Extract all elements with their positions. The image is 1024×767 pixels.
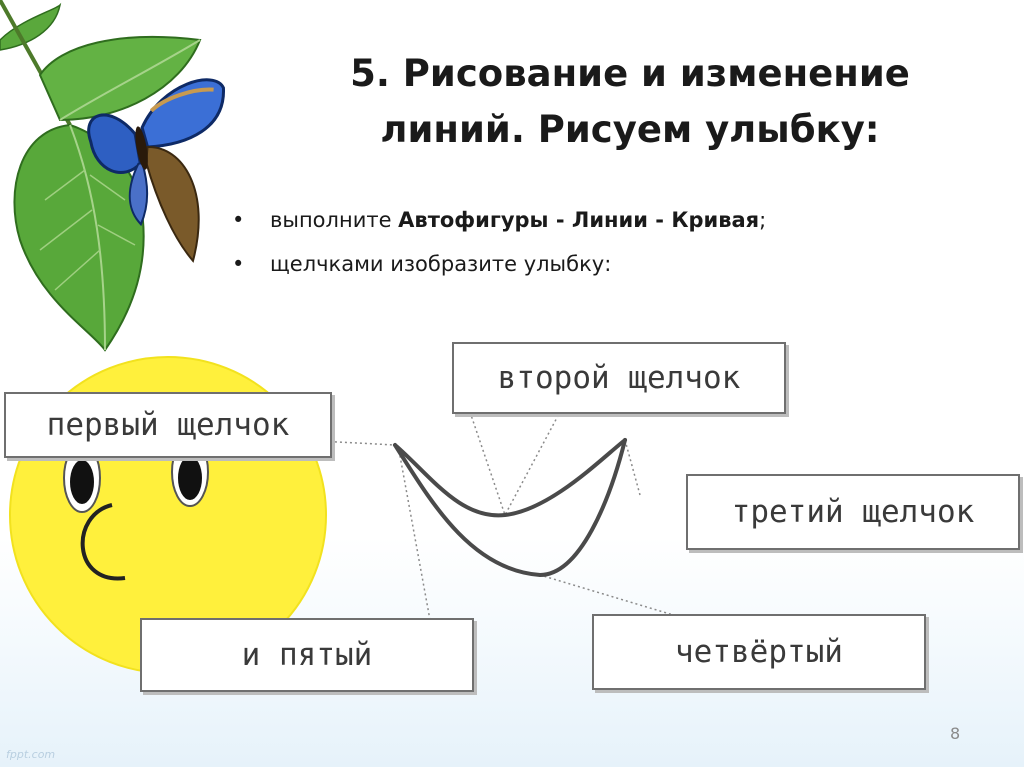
- bullet-marker: •: [232, 208, 245, 232]
- callout-third-click: третий щелчок: [686, 474, 1020, 550]
- callout-fifth-click: и пятый: [140, 618, 474, 692]
- bullet-bold-text: Автофигуры - Линии - Кривая: [398, 208, 760, 232]
- bullet-text-end: ;: [759, 208, 767, 232]
- bullet-text: выполните: [270, 208, 399, 232]
- callout-first-click: первый щелчок: [4, 392, 332, 458]
- title-line-2: линий. Рисуем улыбку:: [380, 108, 880, 151]
- butterfly-icon: [87, 78, 225, 263]
- bullet-marker: •: [232, 252, 245, 276]
- slide-title: 5. Рисование и изменение линий. Рисуем у…: [270, 46, 990, 158]
- list-item: • щелчками изобразите улыбку:: [232, 252, 992, 277]
- smile-curve: [393, 438, 627, 578]
- instruction-list: •выполните Автофигуры - Линии - Кривая; …: [232, 208, 992, 296]
- list-item: • выполните Автофигуры - Линии - Кривая;: [232, 208, 992, 233]
- watermark: fppt.com: [6, 748, 56, 761]
- callout-second-click: второй щелчок: [452, 342, 786, 414]
- bullet-text: щелчками изобразите улыбку:: [270, 252, 612, 276]
- callout-fourth-click: четвёртый: [592, 614, 926, 690]
- title-line-1: 5. Рисование и изменение: [350, 52, 910, 95]
- leaf-butterfly-decoration: [0, 0, 225, 352]
- page-number: 8: [950, 724, 961, 743]
